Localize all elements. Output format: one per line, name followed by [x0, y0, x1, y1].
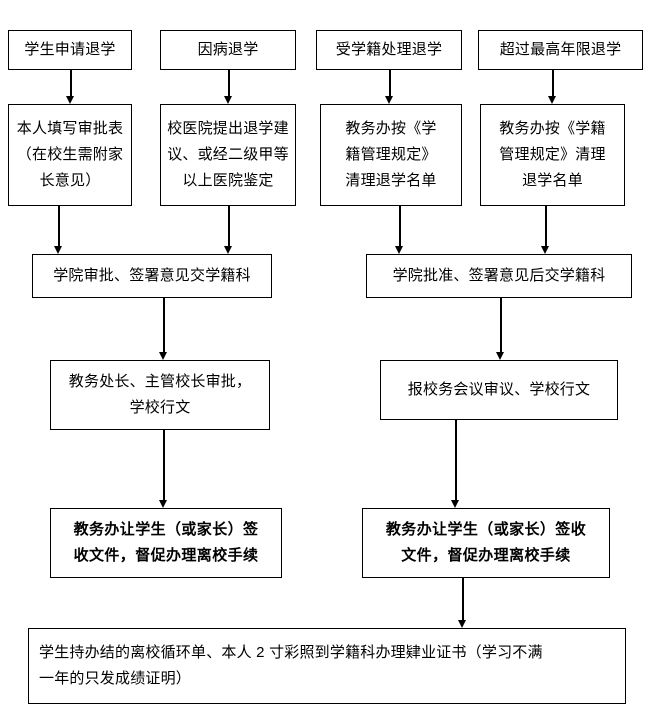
flow-arrow-n2-to-n6: [224, 70, 233, 104]
flow-node-label: 报校务会议审议、学校行文: [407, 381, 591, 399]
arrow-shaft: [455, 420, 457, 501]
flow-node-label: 本人填写审批表 （在校生需附家 长意见）: [16, 120, 124, 189]
flow-node-label: 学院审批、签署意见交学籍科: [53, 267, 251, 285]
arrow-shaft: [228, 206, 230, 247]
flow-node-label: 教务处长、主管校长审批， 学校行文: [68, 373, 252, 416]
flow-node-label: 校医院提出退学建 议、或经二级甲等 以上医院鉴定: [167, 120, 289, 189]
flow-node-label: 教务办按《学 籍管理规定》 清理退学名单: [345, 120, 437, 189]
flow-arrow-n12-to-n14: [451, 420, 460, 508]
arrow-shaft: [163, 298, 165, 353]
arrow-head-icon: [451, 500, 460, 508]
arrow-head-icon: [548, 96, 557, 104]
flow-node-n12: 报校务会议审议、学校行文: [380, 360, 618, 420]
flow-arrow-n5-to-n9: [54, 206, 63, 254]
flow-node-n10: 学院批准、签署意见后交学籍科: [366, 254, 632, 298]
flow-node-n11: 教务处长、主管校长审批， 学校行文: [50, 360, 270, 430]
flow-node-n3: 受学籍处理退学: [316, 30, 462, 70]
flow-node-label: 学生持办结的离校循环单、本人 2 寸彩照到学籍科办理肄业证书（学习不满 一年的只…: [39, 644, 543, 687]
flow-arrow-n7-to-n10: [395, 206, 404, 254]
flow-node-n1: 学生申请退学: [8, 30, 132, 70]
flow-arrow-n3-to-n7: [385, 70, 394, 104]
flow-node-n7: 教务办按《学 籍管理规定》 清理退学名单: [320, 104, 462, 206]
arrow-head-icon: [159, 500, 168, 508]
arrow-head-icon: [159, 352, 168, 360]
flow-arrow-n1-to-n5: [66, 70, 75, 104]
flow-node-n6: 校医院提出退学建 议、或经二级甲等 以上医院鉴定: [160, 104, 296, 206]
arrow-shaft: [500, 298, 502, 353]
arrow-head-icon: [224, 96, 233, 104]
flow-node-label: 因病退学: [197, 41, 259, 59]
flow-arrow-n11-to-n13: [159, 430, 168, 508]
arrow-head-icon: [541, 246, 550, 254]
flow-node-label: 教务办让学生（或家长）签 收文件，督促办理离校手续: [73, 520, 259, 564]
flow-node-n9: 学院审批、签署意见交学籍科: [32, 254, 272, 298]
flow-node-label: 受学籍处理退学: [335, 41, 443, 59]
flow-node-n15: 学生持办结的离校循环单、本人 2 寸彩照到学籍科办理肄业证书（学习不满 一年的只…: [28, 628, 626, 704]
flow-node-label: 教务办让学生（或家长）签收 文件，督促办理离校手续: [385, 520, 587, 564]
flow-arrow-n8-to-n10: [541, 206, 550, 254]
flow-arrow-n6-to-n9: [224, 206, 233, 254]
arrow-shaft: [545, 206, 547, 247]
flow-node-n14: 教务办让学生（或家长）签收 文件，督促办理离校手续: [362, 508, 610, 578]
arrow-shaft: [389, 70, 391, 97]
flow-arrow-n14-to-n15: [458, 578, 467, 628]
arrow-shaft: [58, 206, 60, 247]
flow-node-label: 教务办按《学籍 管理规定》清理 退学名单: [499, 120, 606, 189]
flow-node-n2: 因病退学: [160, 30, 296, 70]
flow-arrow-n9-to-n11: [159, 298, 168, 360]
arrow-head-icon: [224, 246, 233, 254]
arrow-shaft: [228, 70, 230, 97]
flow-node-n5: 本人填写审批表 （在校生需附家 长意见）: [8, 104, 132, 206]
arrow-head-icon: [66, 96, 75, 104]
flow-node-label: 学院批准、签署意见后交学籍科: [392, 267, 606, 285]
flow-arrow-n4-to-n8: [548, 70, 557, 104]
flow-node-n8: 教务办按《学籍 管理规定》清理 退学名单: [480, 104, 625, 206]
flow-node-label: 学生申请退学: [24, 41, 116, 59]
flow-node-n13: 教务办让学生（或家长）签 收文件，督促办理离校手续: [50, 508, 282, 578]
arrow-head-icon: [458, 620, 467, 628]
arrow-shaft: [552, 70, 554, 97]
flow-node-label: 超过最高年限退学: [499, 41, 622, 59]
arrow-shaft: [70, 70, 72, 97]
flow-arrow-n10-to-n12: [496, 298, 505, 360]
flow-node-n4: 超过最高年限退学: [478, 30, 643, 70]
arrow-shaft: [462, 578, 464, 621]
arrow-head-icon: [496, 352, 505, 360]
arrow-shaft: [399, 206, 401, 247]
arrow-shaft: [163, 430, 165, 501]
arrow-head-icon: [385, 96, 394, 104]
arrow-head-icon: [54, 246, 63, 254]
arrow-head-icon: [395, 246, 404, 254]
